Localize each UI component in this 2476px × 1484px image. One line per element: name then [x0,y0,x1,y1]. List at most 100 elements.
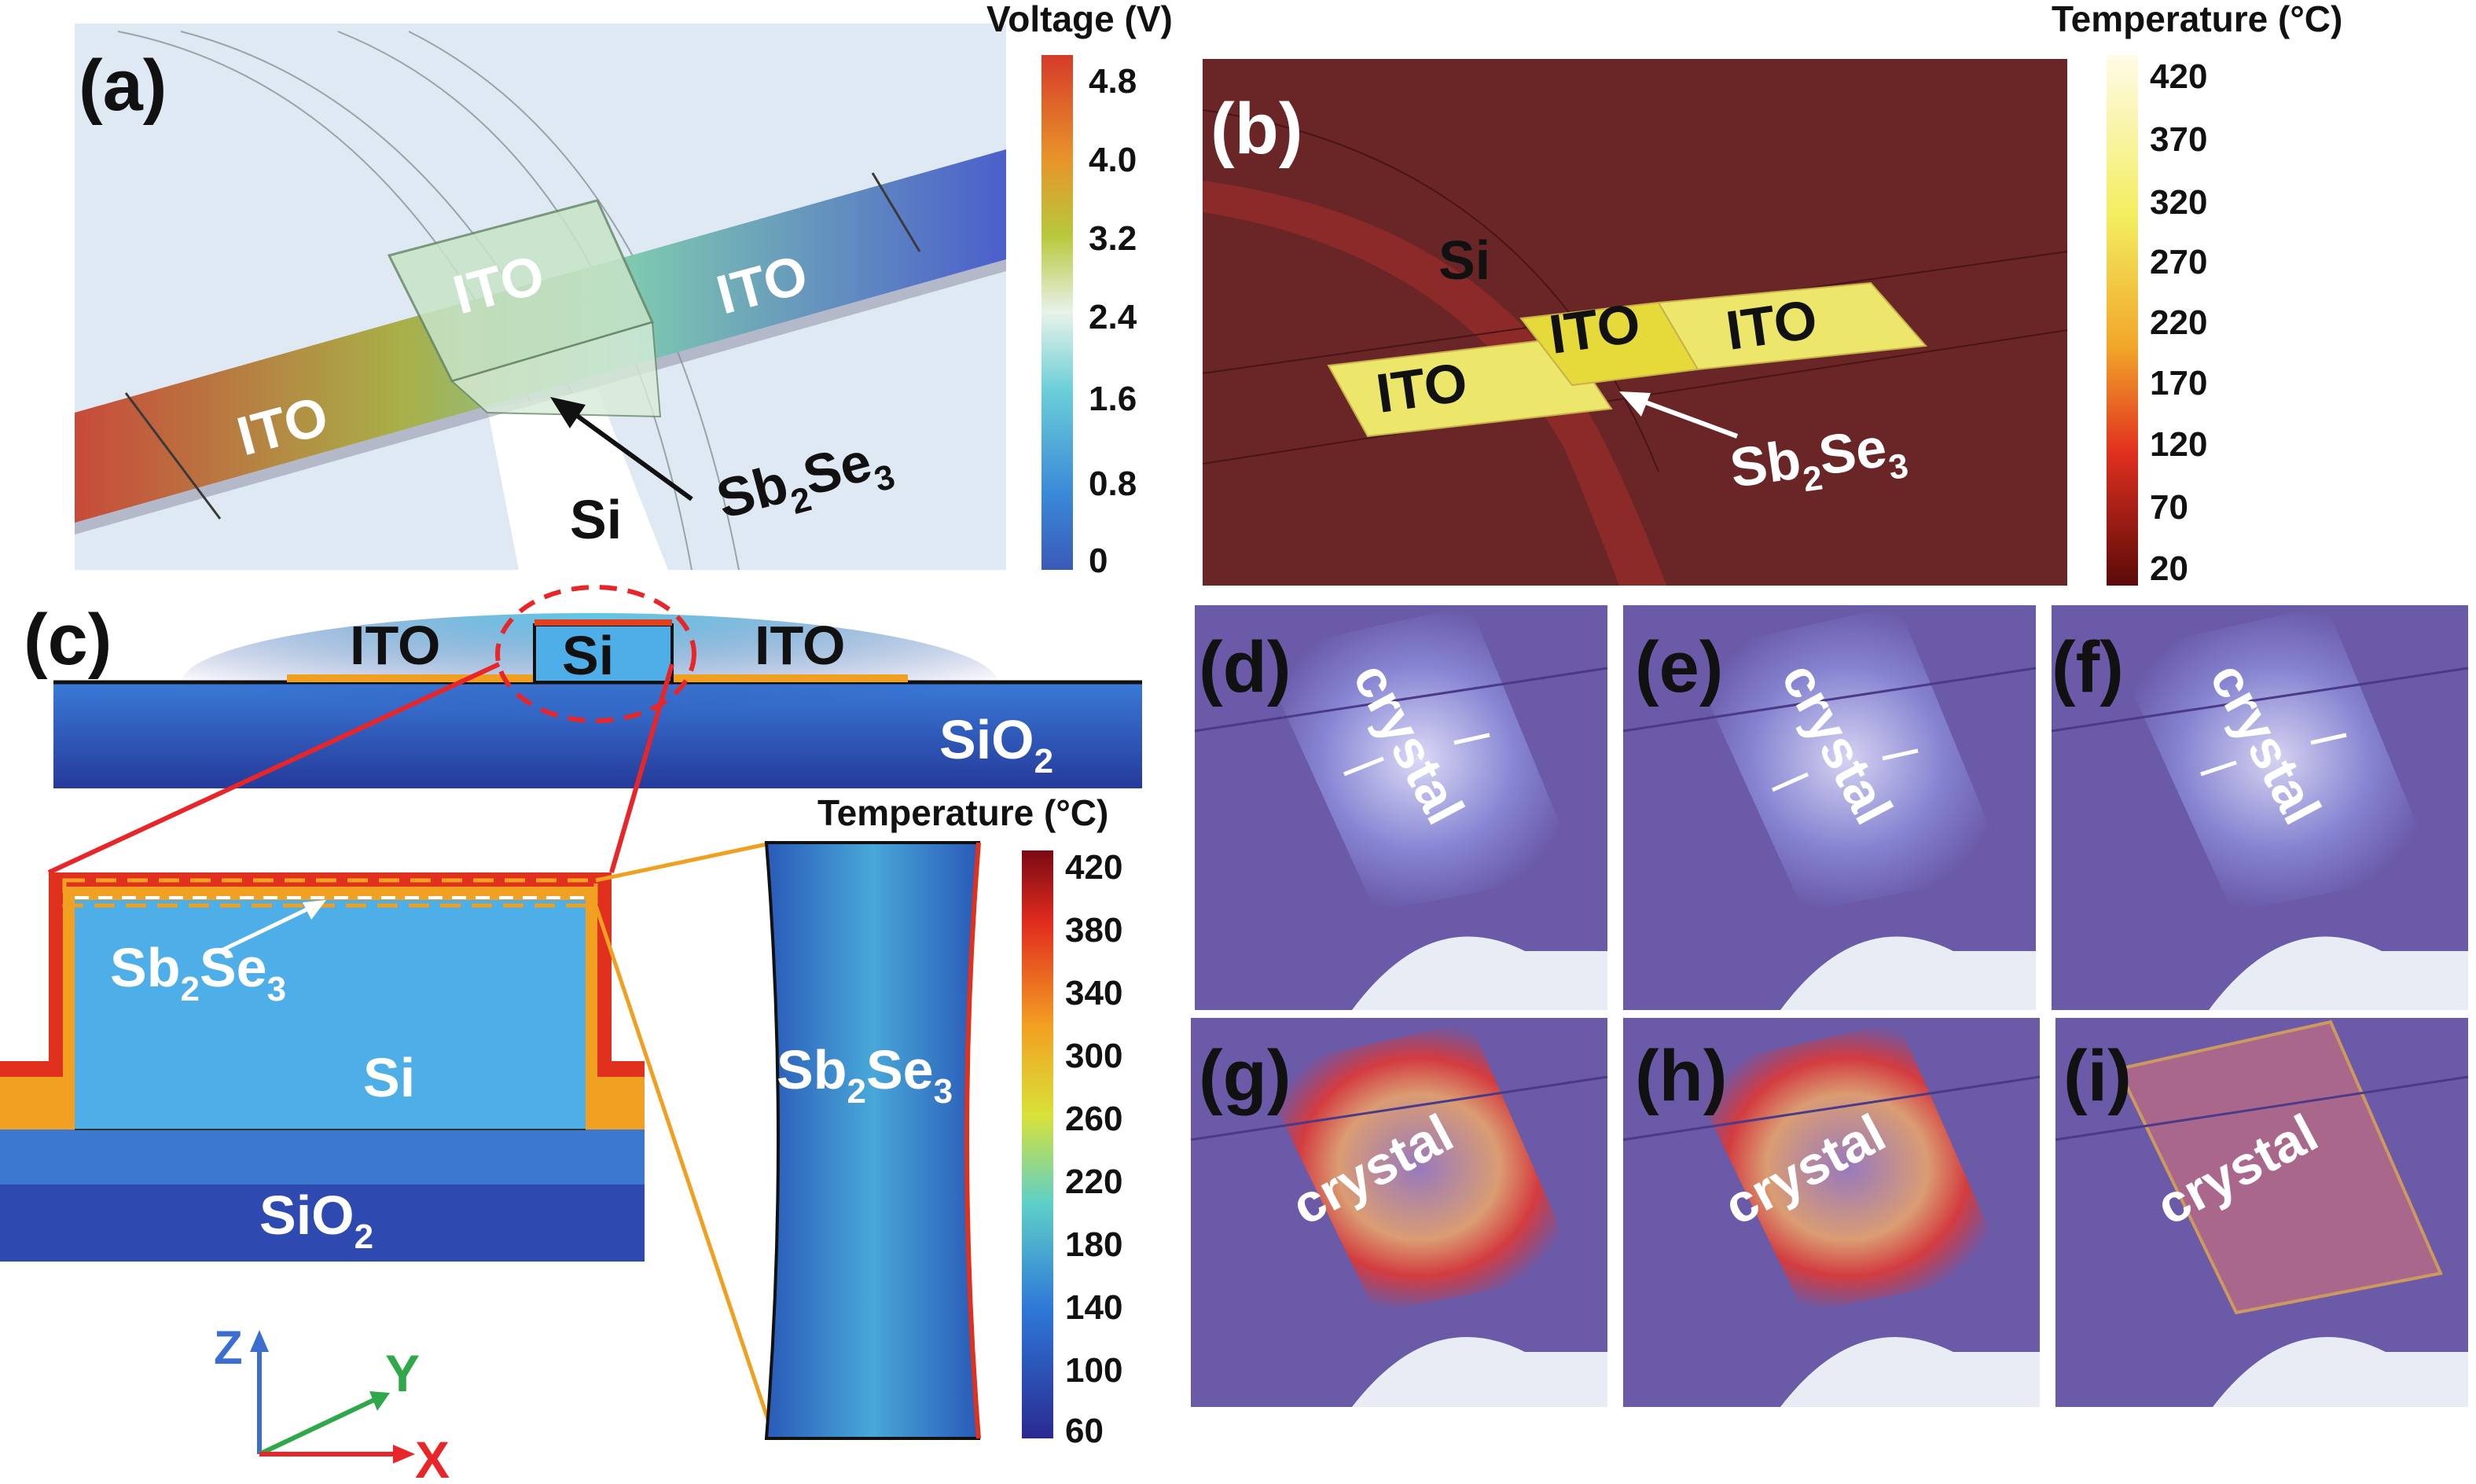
panel-b-ito-right-label: ITO [1722,288,1820,362]
panel-c-strip-zoom-line-bottom [593,905,777,1439]
panel-b-ito-mid-label: ITO [1545,292,1644,365]
axes-triad: Z Y X [214,1321,450,1484]
panel-d-letter: (d) [1199,627,1291,707]
panel-a-tick: 4.0 [1089,141,1137,179]
z-axis-arrowhead [250,1330,269,1352]
panel-g-edge [1190,1075,1608,1141]
panel-c-sb2se3-dashed-box [62,878,598,908]
panel-c-colorbar-title: Temperature (°C) [817,792,1108,833]
y-axis-label: Y [385,1344,420,1402]
panel-g-letter: (g) [1199,1036,1291,1116]
panel-a-colorbar-ticks: 4.8 4.0 3.2 2.4 1.6 0.8 0 [1089,62,1137,580]
panel-e-edge [1622,667,2037,733]
panel-c-zoom-line-left [47,662,501,875]
panel-f-arrow [2310,733,2347,745]
panel-c-ito-left-label: ITO [350,615,440,676]
y-axis-line [258,1397,377,1456]
panel-f-arrow [2200,760,2237,777]
panel-c-sb2se3-arrow-head [303,900,326,920]
panel-i-letter: (i) [2063,1036,2132,1116]
y-axis-arrowhead [369,1391,390,1411]
panel-b-arrow-head [1619,391,1651,417]
panel-c-tick: 380 [1065,911,1122,950]
panel-c-zoom-si [75,900,586,1130]
x-axis-arrowhead [393,1445,415,1464]
panel-c-zoom-sio2-label: SiO2 [259,1185,373,1256]
panel-d-arrow [1343,756,1384,777]
panel-c-top-hot-layer [535,619,672,626]
panel-c-zoom-sb2se3-label: Sb2Se3 [110,937,286,1008]
panel-b-tick: 170 [2150,364,2207,402]
panel-a-edge-line [871,172,921,252]
panel-h: (h) crystal [1622,1018,2041,1407]
panel-a-letter: (a) [79,46,167,126]
panel-b-si-ring [1203,181,1666,586]
panel-c-tick: 180 [1065,1225,1122,1264]
panel-a-tick: 2.4 [1089,298,1137,336]
panel-d: (d) crystal [1194,605,1608,1010]
panel-c-colorbar [1022,850,1053,1438]
panel-b-tick: 420 [2150,57,2207,96]
panel-e: (e) crystal [1622,605,2037,1010]
panel-a-tick: 3.2 [1089,219,1137,258]
panel-d-substrate-gap [1352,936,1607,1010]
panel-c-zoom-circle [495,585,696,723]
panel-h-substrate-gap [1780,1337,2040,1407]
panel-b-tick: 70 [2150,488,2188,527]
panel-c-letter: (c) [24,600,112,680]
panel-b-tick: 20 [2150,549,2188,588]
panel-c-tick: 140 [1065,1288,1122,1327]
panel-e-substrate-gap [1780,936,2036,1010]
panel-f-sb2se3-heat [2114,605,2437,912]
panel-b-tick: 370 [2150,120,2207,159]
panel-e-sb2se3-heat [1686,605,2008,912]
panel-a-tick: 0.8 [1089,465,1137,503]
panel-a-si-waveguide [487,389,668,570]
panel-h-letter: (h) [1635,1036,1727,1116]
panel-c-tick: 220 [1065,1163,1122,1201]
panel-b-letter: (b) [1210,89,1302,169]
panel-a-tick: 0 [1089,542,1108,580]
x-axis-label: X [415,1431,450,1484]
panel-c-sb2se3-strip [764,841,981,1440]
panel-g: (g) crystal [1190,1018,1608,1407]
panel-c-strip-hot-edge [964,842,981,1439]
panel-f: (f) crystal [2051,605,2469,1010]
panel-h-edge [1622,1075,2041,1141]
panel-a-tick: 1.6 [1089,380,1137,418]
panel-b-ito-right [1657,281,1928,371]
panel-d-arrow [1453,733,1490,745]
panel-b-ito-left-label: ITO [1372,351,1471,424]
panel-f-substrate-gap [2209,936,2468,1010]
panel-c-zoom-si-label: Si [363,1047,415,1108]
panel-a-edge-line [124,392,222,520]
panel-c-strip-label: Sb2Se3 [777,1039,953,1111]
panel-g-sb2se3-heat [1258,1022,1580,1313]
panel-f-letter: (f) [2052,627,2124,707]
panel-c-tick: 260 [1065,1100,1122,1138]
panel-a-bridge-side [450,321,662,418]
panel-c-zoom-line-right [609,663,674,873]
panel-b-arrow-shaft [1629,395,1739,439]
panel-d-edge [1194,667,1608,733]
panel-d-sb2se3-heat [1258,605,1580,912]
panel-b-colorbar-title: Temperature (°C) [2052,0,2342,39]
panel-a-colorbar [1041,55,1073,570]
panel-c-tick: 420 [1065,848,1122,887]
panel-i-substrate-gap [2213,1337,2468,1407]
panel-b-ito-left [1327,336,1613,438]
panel-c-si-label: Si [562,625,614,686]
panel-b-tick: 320 [2150,183,2207,222]
panel-c-sb2se3-arrow [219,902,320,953]
panel-c-ito-right-label: ITO [755,615,845,676]
panel-i-sb2se3-heat [2116,1019,2443,1315]
panel-b-tick: 120 [2150,425,2207,464]
panel-g-substrate-gap [1352,1337,1607,1407]
panel-c: (c) ITO ITO Si SiO2 Sb2Se3 Si [0,585,1142,1484]
panel-e-arrow [1771,772,1809,792]
panel-a-colorbar-title: Voltage (V) [986,0,1173,39]
panel-f-edge [2051,667,2469,733]
panel-c-tick: 300 [1065,1037,1122,1075]
panel-e-letter: (e) [1635,627,1723,707]
